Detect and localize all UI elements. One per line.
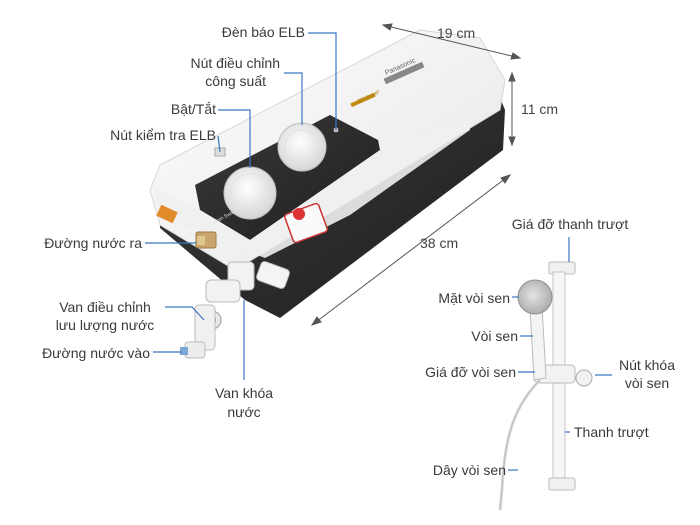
label-elb-test: Nút kiểm tra ELB	[110, 127, 216, 143]
label-on-off: Bật/Tắt	[170, 101, 216, 117]
hose-shape	[498, 378, 542, 511]
label-hose: Dây vòi sen	[432, 462, 506, 478]
label-slide-holder: Giá đỡ thanh trượt	[511, 216, 629, 232]
leader-lines	[145, 32, 612, 471]
label-elb-indicator: Đèn báo ELB	[221, 24, 305, 40]
dimension-height: 38 cm	[420, 235, 459, 251]
label-shower-holder: Giá đỡ vòi sen	[425, 364, 516, 380]
orange-fitting	[156, 204, 178, 224]
lock-knob-shape	[575, 369, 593, 387]
label-power-knob-1: Nút điều chỉnh	[190, 55, 280, 71]
label-lock-valve-2: nước	[227, 404, 261, 420]
model-badge-mark	[350, 92, 376, 108]
label-flow-valve-1: Van điều chỉnh	[59, 299, 151, 315]
label-power-knob-2: công suất	[205, 73, 266, 89]
shower-head-shape	[517, 279, 553, 315]
brand-mark	[383, 61, 425, 85]
dimension-width: 19 cm	[437, 25, 476, 41]
label-slide-bar: Thanh trượt	[574, 424, 649, 440]
label-water-out: Đường nước ra	[44, 235, 142, 251]
label-lock-knob-2: vòi sen	[624, 375, 670, 391]
slide-bar-bottom-holder	[548, 477, 576, 491]
dimension-depth: 11 cm	[521, 101, 559, 117]
dimension-lines	[310, 23, 522, 326]
heater-front-lower	[155, 120, 470, 258]
label-flow-valve-2: lưu lượng nước	[55, 317, 155, 333]
label-water-in: Đường nước vào	[42, 345, 150, 361]
label-shower-face: Mặt vòi sen	[438, 290, 510, 306]
label-lock-knob-1: Nút khóa	[618, 357, 676, 373]
shower-handle-shape	[529, 305, 547, 381]
label-lock-valve-1: Van khóa	[214, 385, 274, 401]
label-shower-head: Vòi sen	[471, 328, 518, 344]
